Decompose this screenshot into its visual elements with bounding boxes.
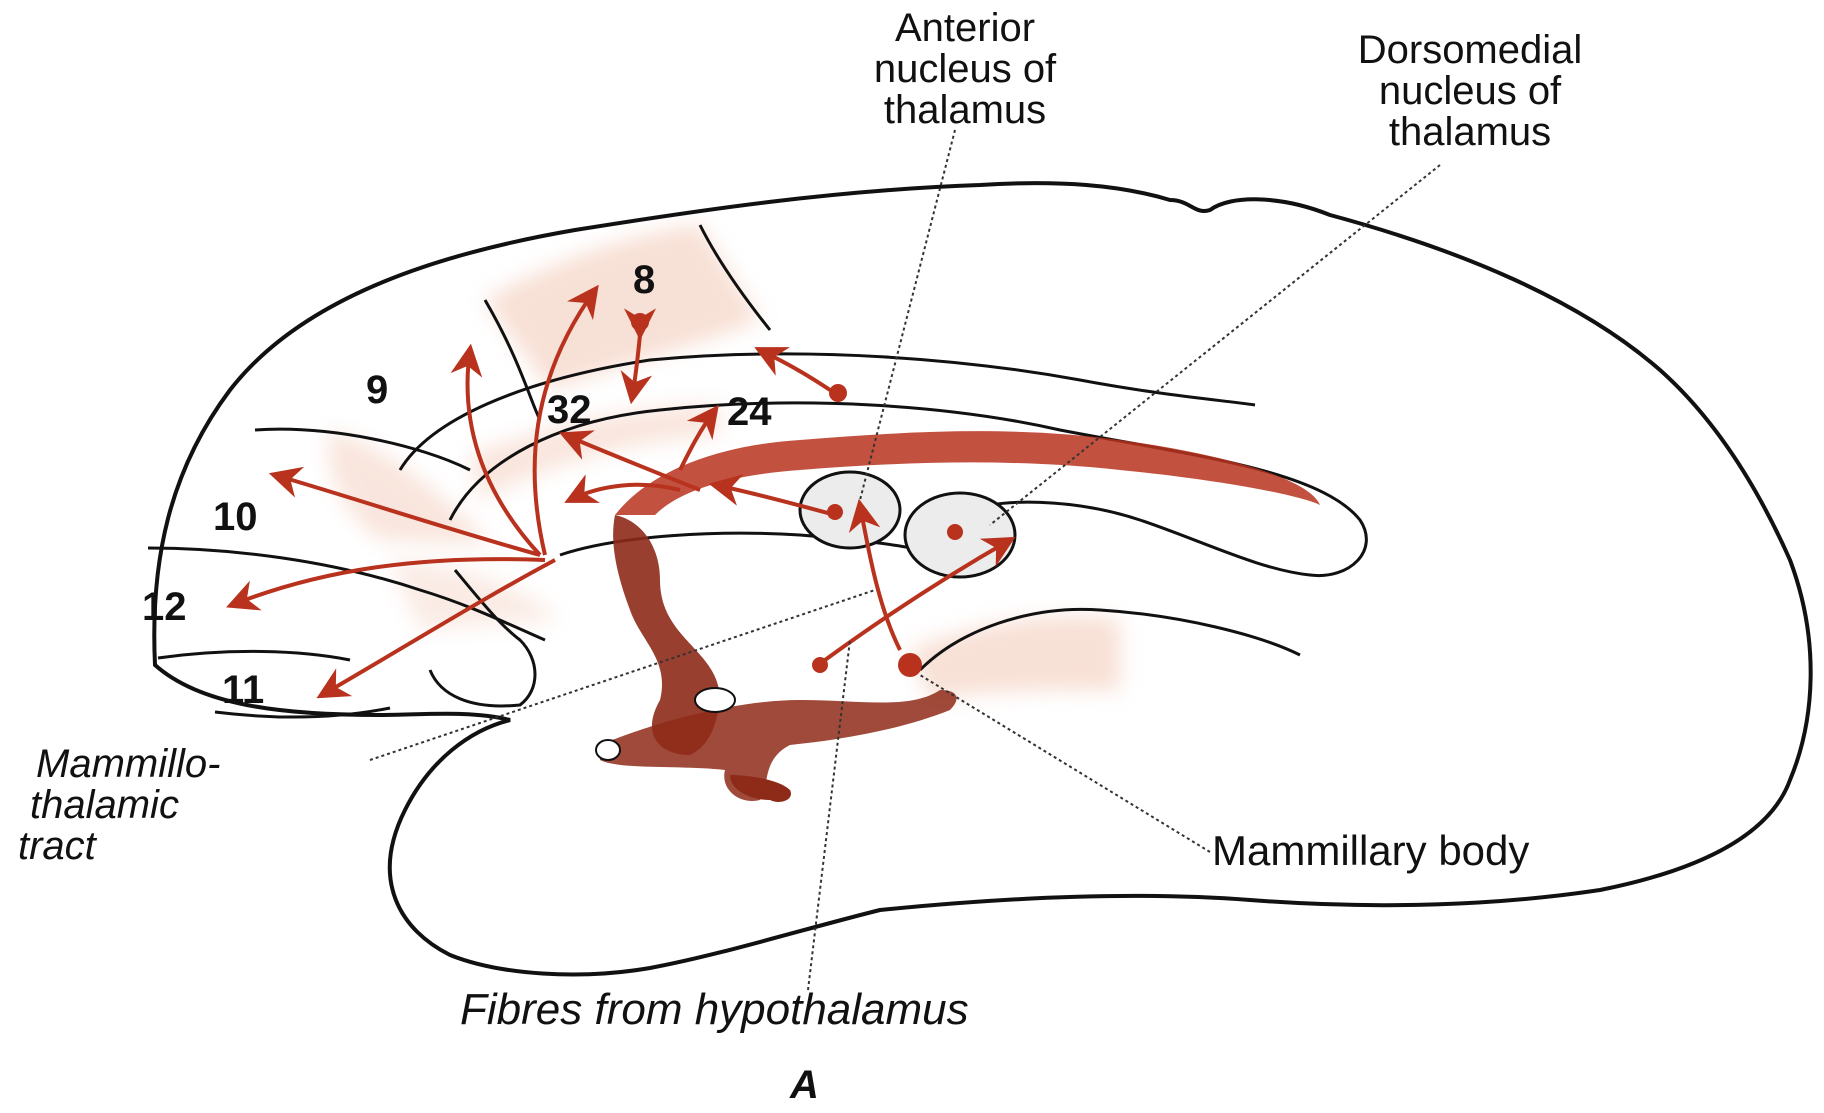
area-border-12-11 (158, 651, 350, 660)
mammillothalamic-line-2: thalamic (18, 785, 220, 826)
mammillothalamic-line-3: tract (18, 826, 220, 867)
mammillary-body-label: Mammillary body (1212, 830, 1529, 873)
mammillary-body-dot (898, 653, 922, 677)
anterior-nucleus-line-2: nucleus of (820, 49, 1110, 90)
dorsomedial-nucleus-line-1: Dorsomedial (1290, 30, 1650, 71)
anterior-nucleus-line-1: Anterior (820, 8, 1110, 49)
dorsomedial-nucleus-dot (947, 524, 963, 540)
figure-letter: A (790, 1065, 819, 1106)
area-8-label: 8 (633, 258, 655, 303)
area-9-label: 9 (366, 368, 388, 413)
mammillothalamic-tract-label: Mammillo- thalamic tract (18, 744, 220, 866)
fornix-gap-white (695, 688, 735, 712)
area-32-label: 32 (547, 388, 592, 433)
leader-fibres-hypothalamus (808, 640, 850, 990)
fibres-from-hypothalamus-label: Fibres from hypothalamus (460, 988, 969, 1033)
area-24-dot (829, 384, 847, 402)
area-8-dot (631, 313, 649, 331)
anterior-nucleus-line-3: thalamus (820, 90, 1110, 131)
corpus-callosum-and-fornix (596, 431, 1320, 802)
dorsomedial-nucleus-line-2: nucleus of (1290, 71, 1650, 112)
area-12-label: 12 (142, 585, 187, 630)
dorsomedial-nucleus-line-3: thalamus (1290, 112, 1650, 153)
mammillothalamic-line-1: Mammillo- (18, 744, 220, 785)
dorsomedial-nucleus-label: Dorsomedial nucleus of thalamus (1290, 30, 1650, 152)
anterior-nucleus-label: Anterior nucleus of thalamus (820, 8, 1110, 130)
area-10-label: 10 (213, 495, 258, 540)
area-11-label: 11 (222, 668, 264, 713)
area-24-label: 24 (727, 390, 772, 435)
leader-mammillary-body (920, 675, 1210, 852)
anterior-commissure-white (596, 740, 620, 760)
thalamic-nuclei (631, 313, 1015, 677)
arrow-area-24-up (760, 350, 830, 390)
